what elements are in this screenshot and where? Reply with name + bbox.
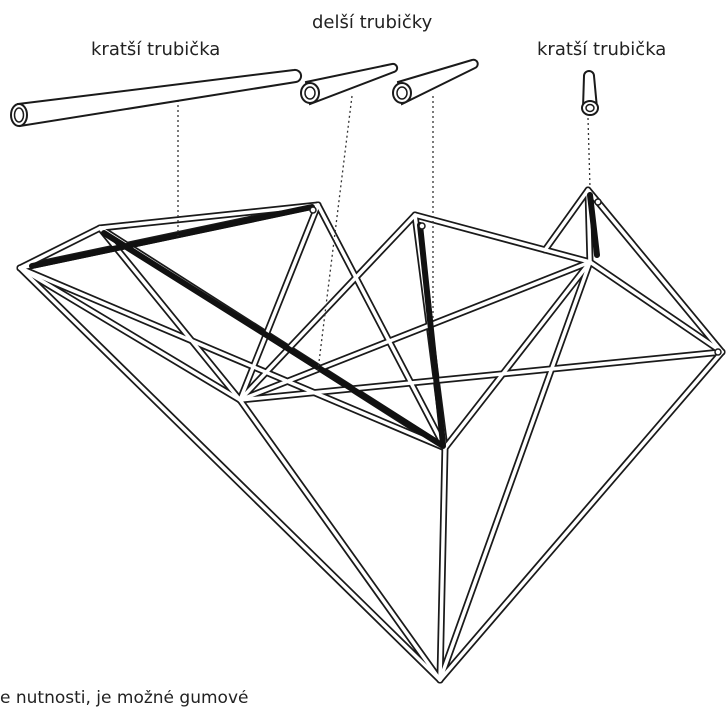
label-long-tubes: delší trubičky [312,12,433,33]
highlight-bar-top-left [29,204,315,269]
label-short-tube-left: kratší trubička [91,39,221,60]
joint-holes [309,198,722,356]
dotted-guide-lines [177,95,591,371]
highlighted-bars [29,192,600,449]
label-short-tube-right: kratší trubička [537,39,667,60]
tube-short-left [10,68,303,128]
wire-frame-structure [16,186,726,684]
tube-long-middle-2 [392,58,479,106]
bottom-note-text: e nutnosti, je možné gumové [0,690,249,707]
highlight-bar-diagonal [101,230,446,449]
tube-long-middle-1 [300,62,399,106]
tube-short-right [581,70,599,116]
highlight-bar-right-short [587,192,600,258]
highlight-bar-middle-vertical [417,222,446,447]
